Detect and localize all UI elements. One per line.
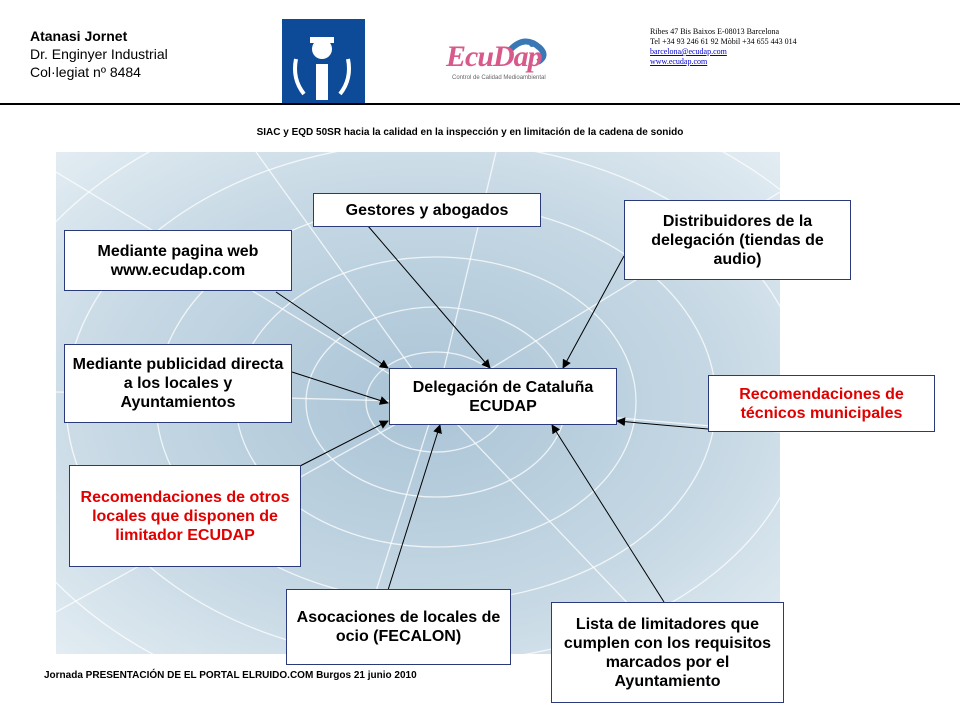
box-distribuidores: Distribuidores de la delegación (tiendas… <box>624 200 851 280</box>
box-gestores: Gestores y abogados <box>313 193 541 227</box>
box-otros-locales: Recomendaciones de otros locales que dis… <box>69 465 301 567</box>
arrow-from-web <box>276 292 388 368</box>
box-tecnicos: Recomendaciones de técnicos municipales <box>708 375 935 432</box>
box-lista: Lista de limitadores que cumplen con los… <box>551 602 784 703</box>
box-publicidad: Mediante publicidad directa a los locale… <box>64 344 292 423</box>
arrow-from-distribuidores <box>563 256 624 368</box>
box-asociaciones: Asocaciones de locales de ocio (FECALON) <box>286 589 511 665</box>
arrow-from-gestores <box>368 226 490 368</box>
arrow-from-lista <box>552 425 664 602</box>
arrow-from-tecnicos <box>617 421 708 429</box>
arrow-from-otros-locales <box>300 421 388 466</box>
box-web: Mediante pagina web www.ecudap.com <box>64 230 292 291</box>
arrow-from-publicidad <box>292 372 388 403</box>
box-center-delegacion: Delegación de Cataluña ECUDAP <box>389 368 617 425</box>
arrow-from-asociaciones <box>388 425 440 590</box>
footer-text: Jornada PRESENTACIÓN DE EL PORTAL ELRUID… <box>44 670 417 681</box>
